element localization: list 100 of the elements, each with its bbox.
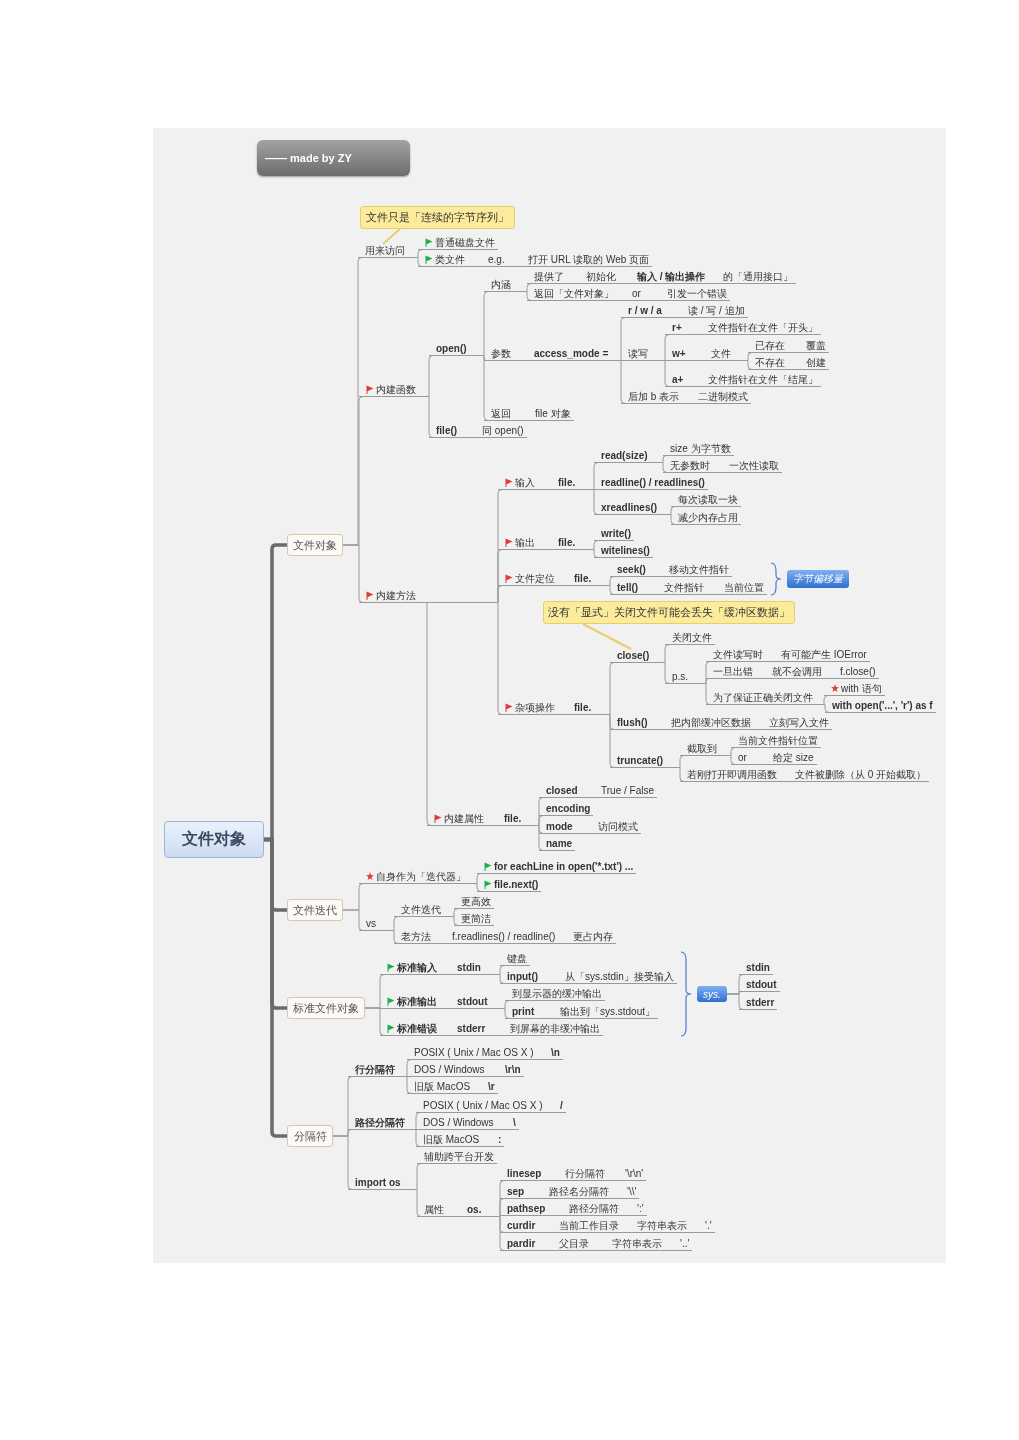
topic: import os — [348, 1176, 404, 1190]
topic: 打开 URL 读取的 Web 页面 — [521, 253, 653, 267]
topic-text: 内建函数 — [376, 384, 416, 395]
topic: readline() / readlines() — [594, 476, 708, 490]
topic: or — [731, 751, 750, 765]
topic: 属性 — [417, 1203, 447, 1217]
topic-box: 标准文件对象 — [287, 997, 365, 1019]
topic: 一旦出错 — [706, 665, 756, 679]
topic: 覆盖 — [799, 339, 829, 353]
topic: stdin — [450, 961, 484, 975]
connector — [659, 514, 676, 525]
topic: POSIX ( Unix / Mac OS X ) — [407, 1046, 537, 1060]
topic: 文件迭代 — [394, 903, 444, 917]
topic: True / False — [594, 784, 657, 798]
connector — [765, 661, 775, 662]
topic: mode — [539, 820, 576, 834]
topic: 当前工作目录 — [552, 1219, 622, 1233]
topic: \r — [481, 1080, 498, 1094]
connector — [577, 489, 599, 515]
topic: 文件 — [704, 347, 734, 361]
topic: pathsep — [500, 1202, 549, 1216]
topic-text: with 语句 — [841, 683, 882, 694]
connector — [481, 1146, 492, 1147]
connector — [616, 300, 626, 301]
topic-text: 标准错误 — [397, 1023, 437, 1034]
topic: 有可能产生 IOError — [774, 648, 870, 662]
connector — [407, 257, 423, 267]
topic-text: 内建属性 — [444, 813, 484, 824]
topic: 输出到「sys.stdout」 — [553, 1005, 659, 1019]
topic: 文件指针在文件「开头」 — [701, 321, 821, 335]
topic-box: 文件对象 — [287, 534, 343, 556]
connector — [439, 1035, 451, 1036]
connector — [537, 489, 552, 490]
topic: 提供了 — [527, 270, 567, 284]
topic-text: 自身作为「迭代器」 — [376, 871, 466, 882]
connector — [621, 1232, 631, 1233]
topic: r+ — [665, 321, 685, 335]
topic: \n — [544, 1046, 563, 1060]
connector — [536, 1018, 554, 1019]
connector — [593, 585, 615, 595]
topic: '.' — [698, 1219, 715, 1233]
topic: 输入 / 输出操作 — [630, 270, 709, 284]
topic: 引发一个错误 — [660, 287, 730, 301]
topic-text: 类文件 — [435, 254, 465, 265]
topic: 更高效 — [454, 895, 494, 909]
topic-text: 输出 — [515, 537, 535, 548]
topic: 无参数时 — [663, 459, 713, 473]
topic: 的「通用接口」 — [716, 270, 796, 284]
topic-box: 分隔符 — [287, 1125, 333, 1147]
topic: 截取到 — [680, 742, 720, 756]
topic: stdout — [739, 978, 780, 992]
connector — [433, 943, 446, 944]
topic-box: 文件迭代 — [287, 899, 343, 921]
connector — [439, 974, 451, 975]
connector — [483, 974, 505, 984]
connector — [650, 729, 665, 730]
connector — [749, 764, 767, 765]
connector — [439, 1008, 451, 1009]
connector — [490, 1008, 510, 1019]
connector — [726, 993, 744, 1010]
topic: close() — [610, 649, 653, 663]
tag-badge: sys. — [697, 986, 727, 1002]
topic: 字符串表示 — [605, 1237, 665, 1251]
topic: DOS / Windows — [407, 1063, 488, 1077]
topic: '..' — [673, 1237, 693, 1251]
connector — [537, 1232, 553, 1233]
connector — [496, 1129, 507, 1130]
topic: 就不会调用 — [765, 665, 825, 679]
connector — [689, 1232, 699, 1233]
topic: open() — [429, 342, 470, 356]
connector — [507, 266, 522, 267]
connector — [706, 594, 718, 595]
topic: 每次读取一块 — [671, 493, 741, 507]
connector — [611, 1198, 621, 1199]
topic: 读 / 写 / 追加 — [681, 304, 748, 318]
connector — [580, 797, 595, 798]
connector — [537, 1250, 553, 1251]
topic: name — [539, 837, 576, 851]
topic: linesep — [500, 1167, 545, 1181]
topic: 键盘 — [500, 952, 530, 966]
connector — [690, 683, 711, 705]
topic: \ — [506, 1116, 519, 1130]
connector — [523, 825, 544, 851]
connector — [535, 1059, 545, 1060]
topic: p.s. — [665, 670, 692, 684]
connector — [472, 1093, 482, 1094]
topic: file. — [551, 536, 579, 550]
topic: truncate() — [610, 754, 667, 768]
topic: encoding — [539, 802, 594, 816]
topic: 文件读写时 — [706, 648, 766, 662]
connector — [665, 767, 685, 782]
topic: 返回「文件对象」 — [527, 287, 617, 301]
topic: r / w / a — [621, 304, 665, 318]
topic: 从「sys.stdin」接受输入 — [558, 970, 677, 984]
connector — [557, 585, 568, 586]
callout-box: 文件只是「连续的字节序列」 — [360, 206, 515, 229]
topic: 行分隔符 — [558, 1167, 608, 1181]
topic: xreadlines() — [594, 501, 661, 515]
connector — [407, 1129, 421, 1147]
topic: a+ — [665, 373, 687, 387]
